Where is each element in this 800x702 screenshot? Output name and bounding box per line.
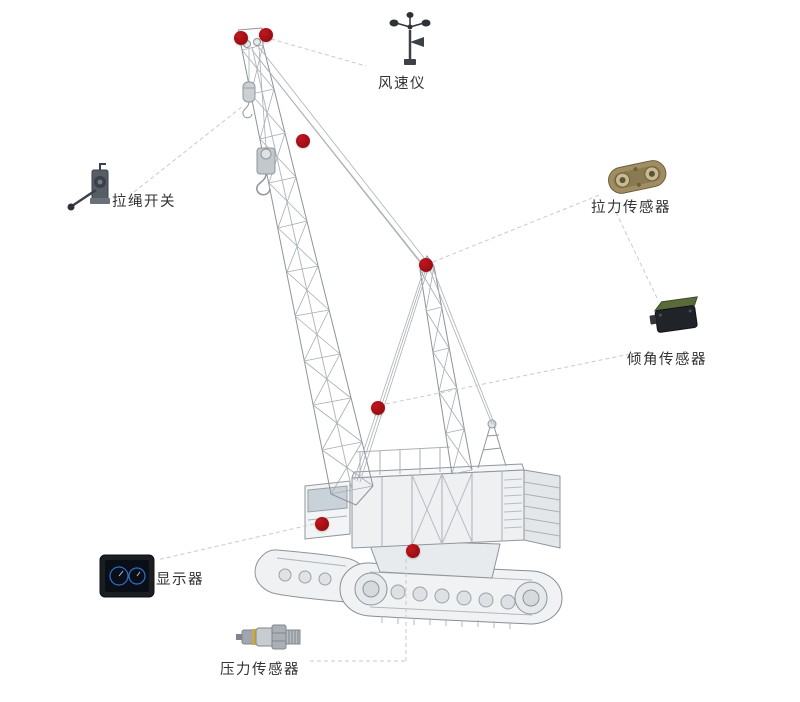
tilt-sensor-label: 倾角传感器 bbox=[627, 352, 707, 368]
marker-boom-upper bbox=[296, 134, 310, 148]
superstructure bbox=[304, 418, 561, 549]
display-label: 显示器 bbox=[156, 572, 204, 588]
display-icon bbox=[99, 554, 155, 598]
marker-tension-sensor bbox=[419, 258, 433, 272]
marker-display bbox=[315, 517, 329, 531]
overhaul-weight bbox=[242, 81, 256, 119]
pressure-sensor-label: 压力传感器 bbox=[220, 662, 300, 678]
tilt-sensor-icon bbox=[649, 296, 698, 333]
crawler-track-near bbox=[339, 562, 563, 629]
rope-switch-label: 拉绳开关 bbox=[112, 194, 176, 210]
connector-tension-to-tilt bbox=[612, 205, 659, 301]
boom-mast bbox=[419, 255, 473, 475]
tension-sensor-icon bbox=[608, 160, 667, 194]
marker-rope-switch bbox=[234, 31, 248, 45]
marker-pressure-sensor bbox=[406, 544, 420, 558]
anemometer-icon bbox=[389, 12, 431, 65]
connector-pressure-sensor bbox=[310, 559, 407, 662]
connector-tilt-sensor bbox=[385, 351, 641, 405]
connector-lines bbox=[133, 38, 659, 662]
connector-display bbox=[156, 523, 315, 561]
marker-tilt-sensor bbox=[371, 401, 385, 415]
anemometer-label: 风速仪 bbox=[378, 76, 426, 92]
connector-tension-sensor bbox=[432, 193, 603, 263]
marker-anemometer bbox=[259, 28, 273, 42]
crane-illustration bbox=[237, 27, 563, 629]
main-boom bbox=[237, 27, 374, 506]
tension-sensor-label: 拉力传感器 bbox=[591, 200, 671, 216]
hook-block bbox=[256, 147, 276, 196]
pressure-sensor-icon bbox=[236, 624, 301, 650]
rope-switch-icon bbox=[67, 163, 110, 211]
connector-rope-switch bbox=[133, 105, 244, 193]
connector-anemometer bbox=[270, 38, 367, 67]
cables bbox=[248, 45, 497, 483]
